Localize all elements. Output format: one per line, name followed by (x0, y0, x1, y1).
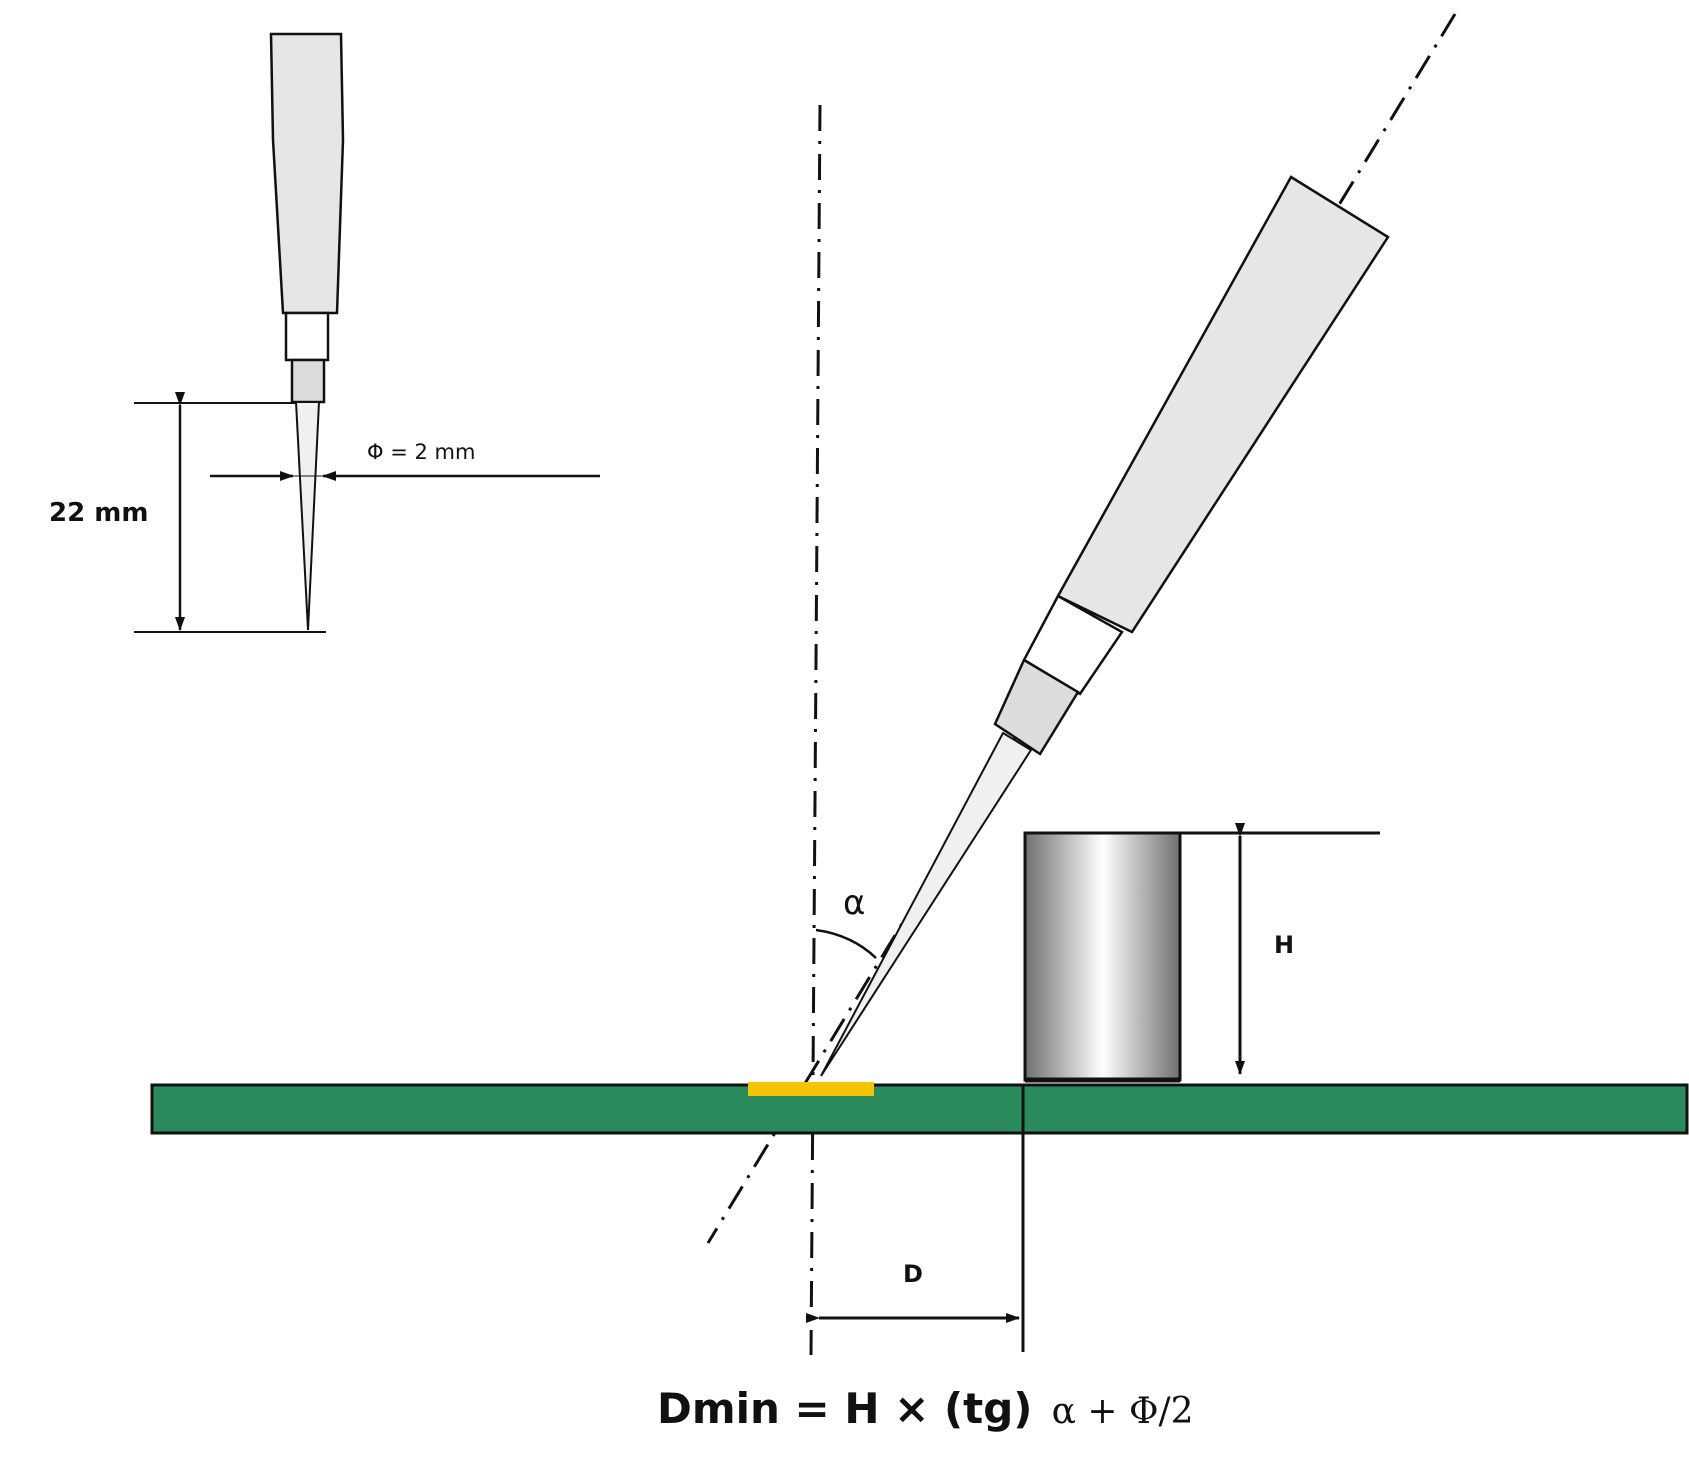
angle-label: α (843, 883, 865, 923)
pcb-board (150, 1083, 1689, 1135)
tilted-probe-needle (820, 731, 1033, 1077)
probe-length-label: 22 mm (49, 498, 148, 528)
tilted-probe-handle (1056, 175, 1390, 634)
distance-label: D (903, 1260, 923, 1288)
tall-component (1023, 831, 1182, 1082)
probe-ferrule (290, 358, 326, 404)
angle-arc (815, 928, 877, 959)
tilted-probe-collar (1022, 594, 1124, 696)
clearance-formula: Dmin = H × (tg) α + Φ/2 (657, 1384, 1194, 1433)
probe-diameter-label: Φ = 2 mm (367, 440, 475, 464)
probe-collar (284, 311, 330, 362)
formula-tail: α + Φ/2 (1052, 1391, 1194, 1432)
vertical-reference-axis (809, 104, 822, 1356)
tilted-probe-ferrule (993, 658, 1080, 756)
vertical-probe-detail: 22 mm Φ = 2 mm (49, 32, 600, 633)
tilted-probe (820, 175, 1390, 1077)
height-label: H (1274, 931, 1294, 959)
probe-handle (269, 32, 345, 315)
solder-pad (748, 1082, 874, 1096)
tilted-probe-axis (706, 13, 1457, 1244)
probe-needle (294, 401, 321, 631)
formula-main: Dmin = H × (tg) (657, 1384, 1032, 1433)
